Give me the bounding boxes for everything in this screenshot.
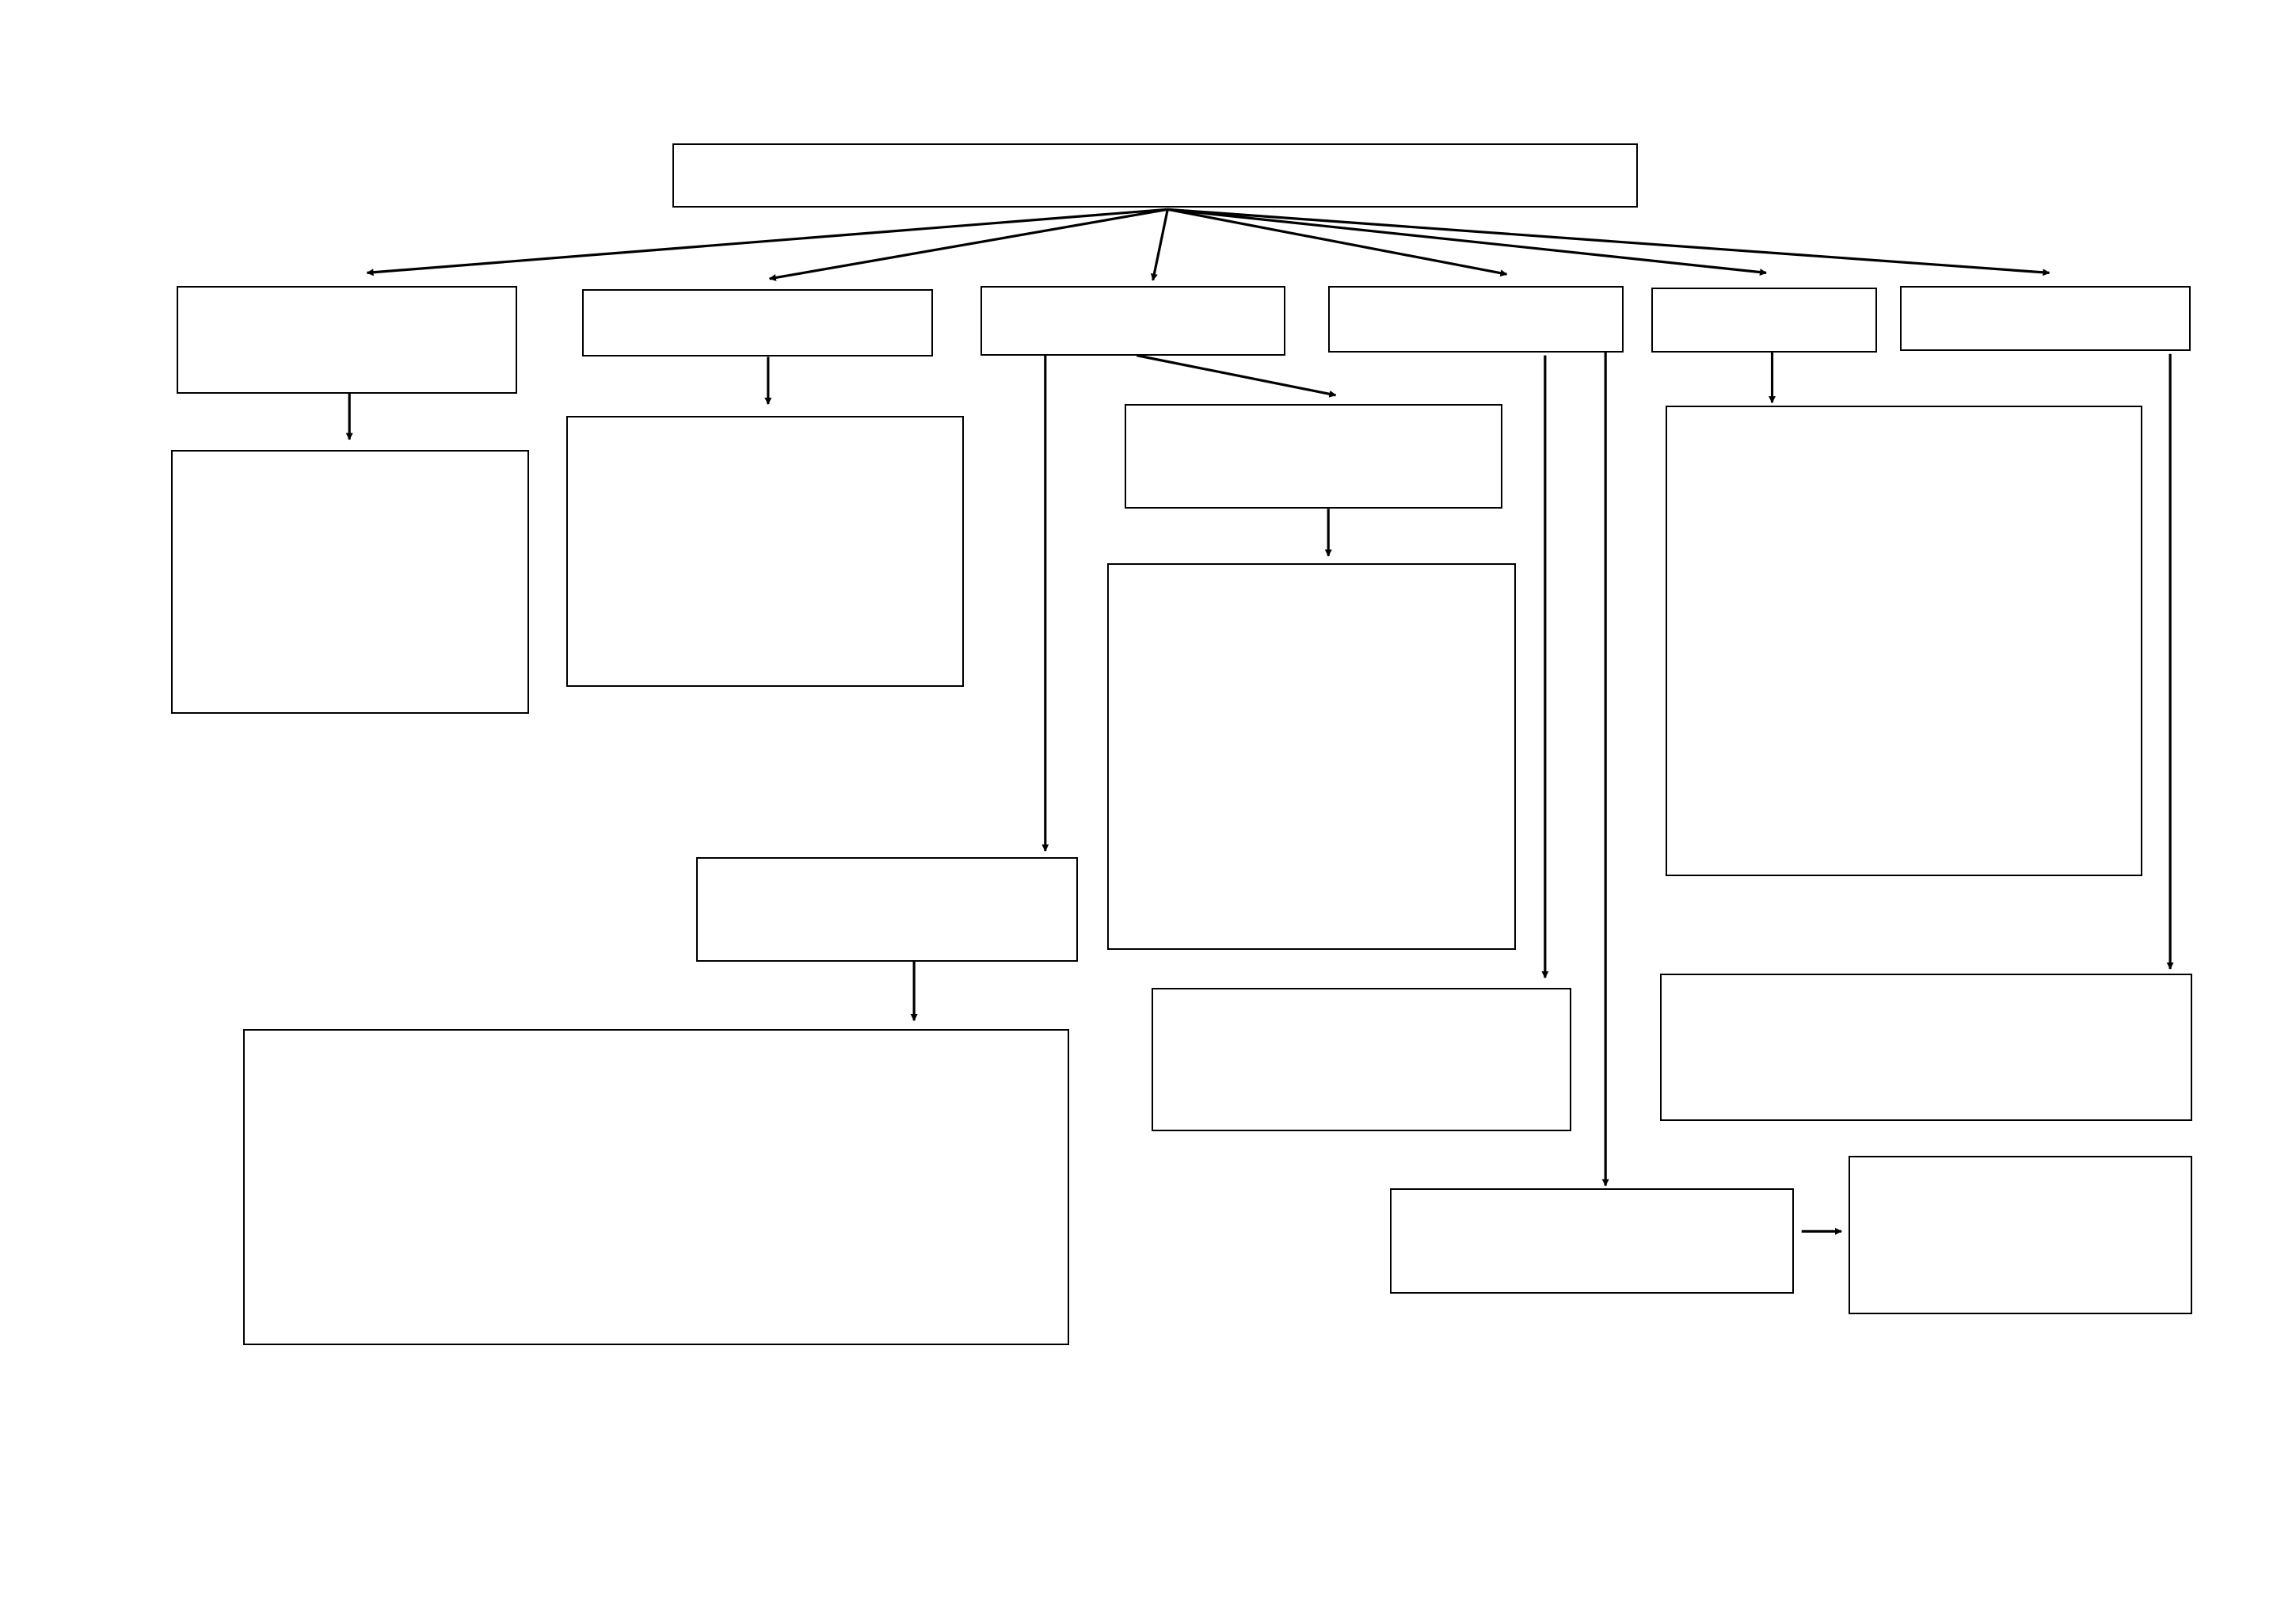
arrow-root-to-l1-1 (366, 208, 1168, 276)
diagram-box-root (672, 143, 1639, 208)
diagram-box-l1-1 (177, 286, 518, 394)
arrow-root-to-l1-3 (1150, 209, 1169, 281)
diagram-box-c4-mid (1151, 988, 1572, 1131)
diagram-box-c5-1 (1666, 405, 2142, 876)
arrow-l1-3-to-c3-right (1136, 354, 1337, 398)
diagram-box-l1-2 (582, 288, 934, 357)
diagram-box-c6-1 (1660, 973, 2193, 1121)
diagram-box-c3-down-detail (243, 1029, 1069, 1345)
diagram-box-l1-6 (1900, 286, 2191, 352)
diagram-box-c4-low (1390, 1188, 1795, 1294)
diagram-box-l1-3 (980, 286, 1286, 356)
diagram-box-c4-low-side (1849, 1156, 2193, 1314)
arrow-root-to-l1-5 (1167, 208, 1767, 276)
diagram-box-c3-down (695, 856, 1078, 962)
diagram-box-c3-right-detail (1106, 563, 1516, 950)
diagram-box-c2-1 (565, 415, 965, 688)
arrow-root-to-l1-2 (768, 208, 1168, 281)
arrow-root-to-l1-6 (1167, 208, 2050, 276)
diagram-box-l1-4 (1328, 286, 1624, 353)
diagram-box-l1-5 (1651, 287, 1877, 353)
diagram-box-c1-1 (170, 449, 530, 714)
diagram-box-c3-right (1125, 404, 1502, 509)
arrow-root-to-l1-4 (1167, 208, 1508, 277)
